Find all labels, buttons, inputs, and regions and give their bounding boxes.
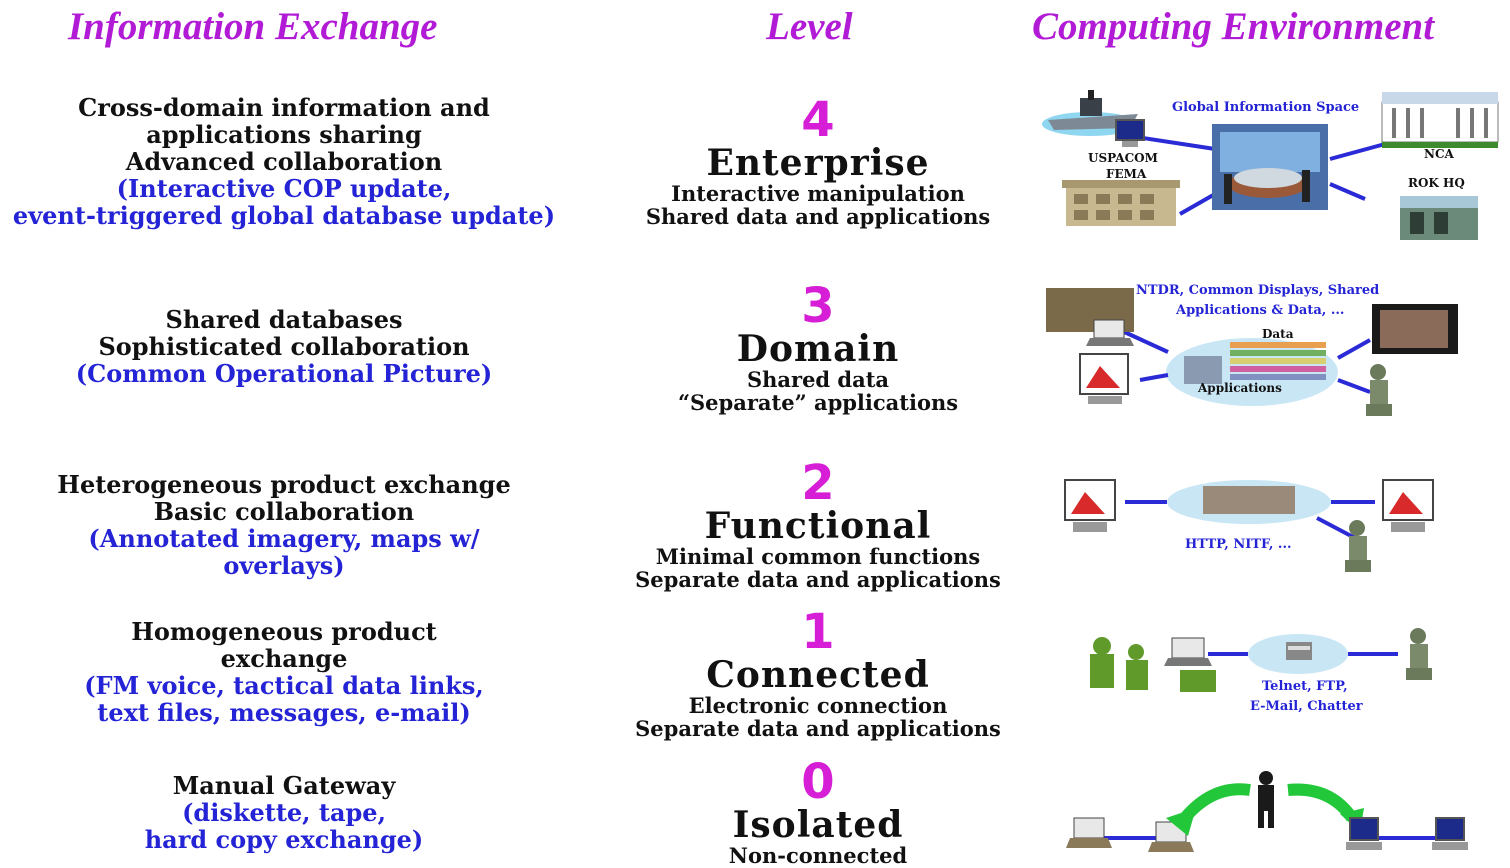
info-example-line: event-triggered global database update) [12,201,556,230]
computer-icon [1432,817,1468,850]
info-example-line: overlays) [223,551,345,580]
level-desc-line: Shared data and applications [645,204,991,229]
header-information-exchange: Information Exchange [68,5,438,48]
fema-label: FEMA [1106,167,1147,181]
building-icon [1062,180,1180,226]
environment-connected-illustration: Telnet, FTP, E-Mail, Chatter [1080,624,1460,728]
info-line: Basic collaboration [153,497,415,526]
environment-isolated-illustration [1060,768,1480,864]
info-line: Advanced collaboration [125,147,443,176]
info-exchange-level-2: Heterogeneous product exchange Basic col… [0,471,568,579]
data-label: Data [1262,327,1294,341]
info-line: Heterogeneous product exchange [57,470,511,499]
level-desc-line: Shared data [746,367,890,392]
protocols-line: E-Mail, Chatter [1250,699,1363,714]
environment-functional-illustration: HTTP, NITF, ... [1055,468,1465,586]
applications-label: Applications [1197,381,1282,395]
level-number: 3 [801,278,835,334]
info-line: Cross-domain information and [78,93,490,122]
computer-icon [1115,119,1145,147]
white-house-icon [1381,92,1499,148]
soldier-icon [1366,364,1392,416]
level-2: 2 Functional Minimal common functions Se… [608,459,1028,591]
info-example-line: (FM voice, tactical data links, [84,671,484,700]
computer-icon [1346,817,1382,850]
info-line: Homogeneous product [131,617,437,646]
level-desc-line: “Separate” applications [677,390,959,415]
level-name: Isolated [732,804,904,846]
header-level: Level [766,5,853,48]
rok-hq-building-icon [1400,196,1478,240]
info-line: Manual Gateway [172,771,396,800]
server-icon [1286,642,1312,660]
computer-icon [1382,479,1434,532]
map-thumbnail-icon [1184,356,1222,384]
level-3: 3 Domain Shared data “Separate” applicat… [608,282,1028,414]
level-number: 4 [801,92,835,148]
info-exchange-level-1: Homogeneous product exchange (FM voice, … [0,618,568,726]
soldier-icon [1345,520,1371,572]
level-number: 0 [801,754,835,810]
person-icon [1258,771,1274,828]
info-line: Shared databases [165,305,403,334]
level-desc-line: Electronic connection [688,693,948,718]
info-example-line: (Annotated imagery, maps w/ [88,524,480,553]
soldiers-group-icon [1090,637,1216,692]
level-0: 0 Isolated Non-connected [608,758,1028,867]
info-example-line: (Interactive COP update, [116,174,452,203]
uspacom-label: USPACOM [1088,151,1158,165]
imagery-thumbnail-icon [1203,486,1295,514]
level-name: Connected [706,654,930,696]
laptop-icon [1086,319,1134,346]
info-example-line: (Common Operational Picture) [75,359,493,388]
command-center-icon [1212,124,1328,210]
computer-icon [1064,479,1116,532]
level-desc-line: Minimal common functions [655,544,981,569]
header-computing-environment: Computing Environment [1032,5,1435,48]
level-desc-line: Separate data and applications [635,716,1001,741]
nca-label: NCA [1424,147,1455,161]
environment-domain-illustration: NTDR, Common Displays, Shared Applicatio… [1040,280,1470,430]
info-exchange-level-0: Manual Gateway (diskette, tape, hard cop… [0,772,568,853]
computer-icon [1079,353,1129,404]
level-number: 2 [801,455,835,511]
global-information-space-label: Global Information Space [1172,100,1359,115]
environment-enterprise-illustration: Global Information Space USPACOM FEMA NC… [1040,84,1500,244]
info-example-line: hard copy exchange) [144,825,424,854]
level-desc-line: Separate data and applications [635,567,1001,592]
level-4: 4 Enterprise Interactive manipulation Sh… [608,96,1028,228]
info-line: applications sharing [146,120,422,149]
protocols-label: HTTP, NITF, ... [1185,537,1292,552]
laptop-icon [1164,637,1212,666]
info-exchange-level-4: Cross-domain information and application… [0,94,568,229]
info-exchange-level-3: Shared databases Sophisticated collabora… [0,306,568,387]
info-line: exchange [220,644,348,673]
protocols-line: Telnet, FTP, [1262,679,1348,694]
rok-hq-label: ROK HQ [1408,176,1465,190]
level-name: Functional [704,505,932,547]
info-example-line: text files, messages, e-mail) [97,698,471,727]
caption-line: NTDR, Common Displays, Shared [1136,283,1379,298]
level-desc-line: Non-connected [728,843,908,868]
level-name: Domain [736,328,900,370]
level-desc-line: Interactive manipulation [671,181,965,206]
soldier-icon [1406,628,1432,680]
level-number: 1 [801,604,835,660]
laptop-icon [1066,817,1112,848]
data-stack-icon [1230,342,1326,380]
level-1: 1 Connected Electronic connection Separa… [608,608,1028,740]
level-name: Enterprise [706,142,930,184]
info-example-line: (diskette, tape, [182,798,386,827]
info-line: Sophisticated collaboration [98,332,470,361]
caption-line: Applications & Data, ... [1175,303,1344,318]
